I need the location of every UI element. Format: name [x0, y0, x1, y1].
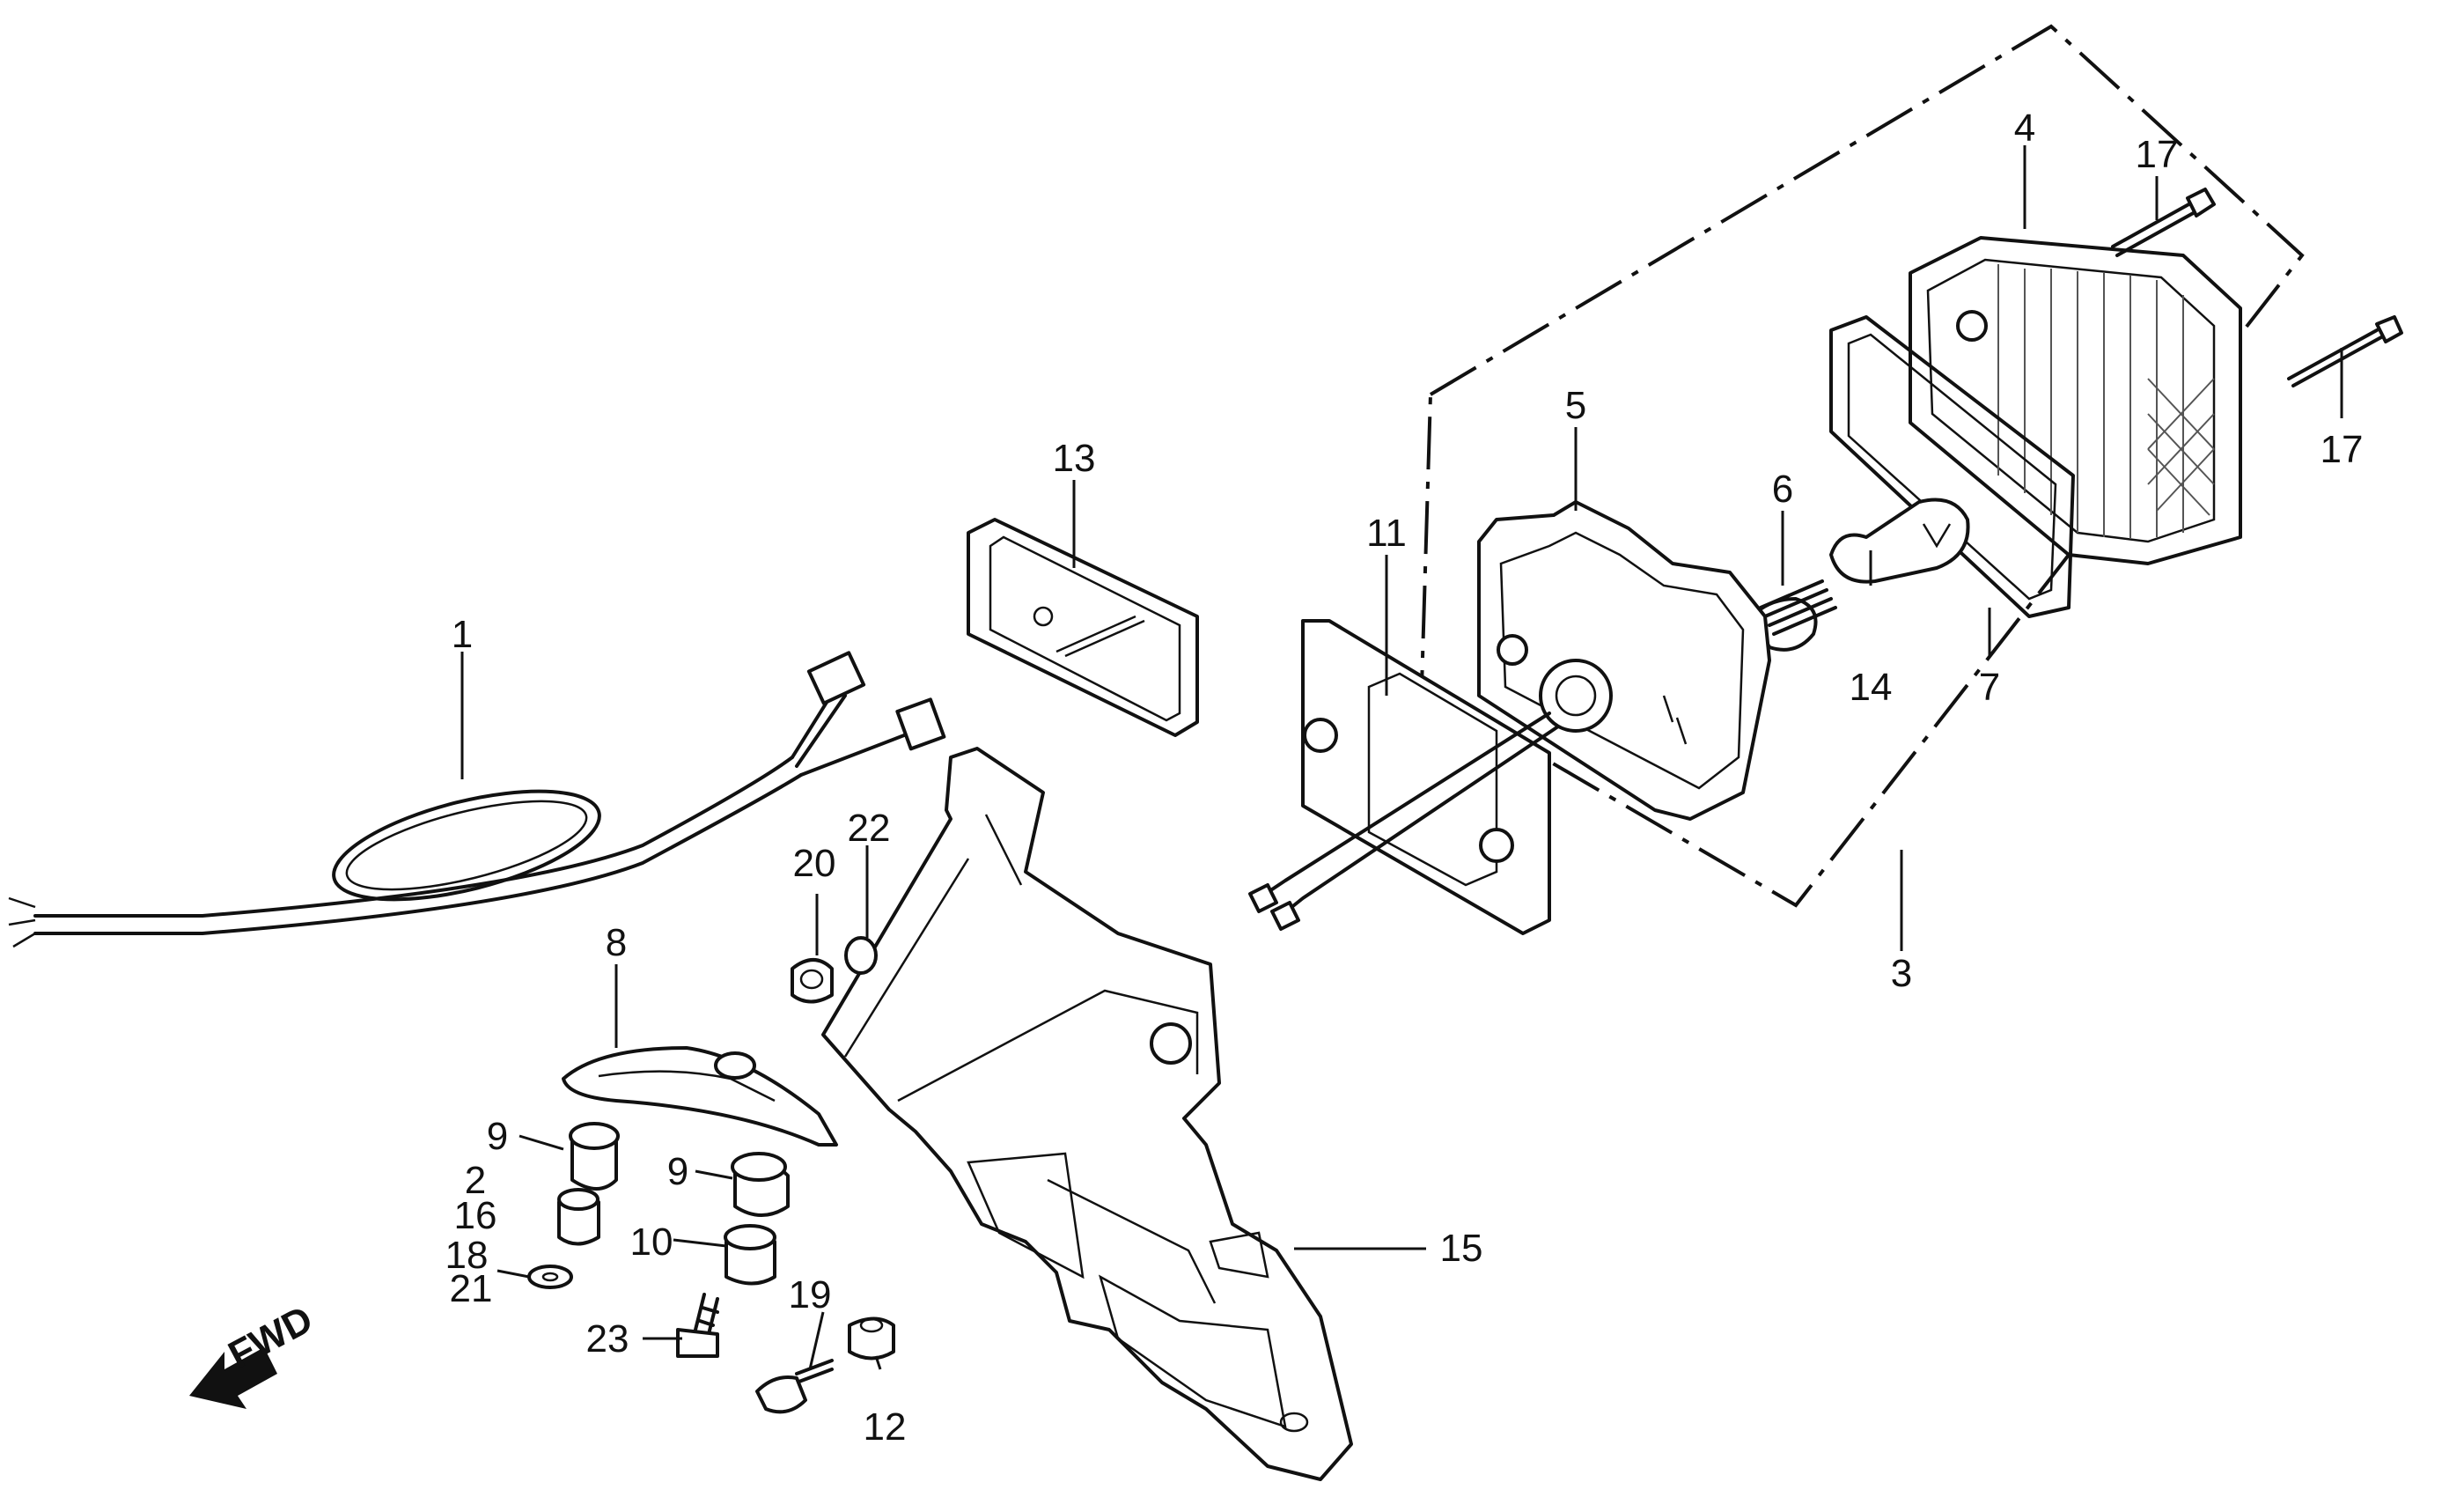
label-part-18: 18 [445, 1234, 489, 1277]
grommet-part-20 [791, 958, 834, 1004]
label-part-9a: 9 [487, 1115, 508, 1158]
nut-part-12 [848, 1316, 895, 1361]
housing-part-5 [1477, 500, 1771, 821]
bulb-part-14 [1829, 498, 1970, 584]
label-part-7: 7 [1979, 666, 2000, 709]
collar-part-2 [557, 1188, 600, 1246]
label-part-23: 23 [586, 1317, 629, 1361]
label-part-14: 14 [1850, 666, 1893, 709]
gasket-part-7 [1829, 315, 2075, 618]
label-part-4: 4 [2014, 107, 2035, 150]
label-part-22: 22 [848, 807, 891, 850]
label-part-6: 6 [1772, 468, 1793, 511]
arrow-icon [189, 1347, 277, 1409]
label-part-1: 1 [452, 613, 473, 656]
wire-harness-part-1 [8, 651, 946, 948]
label-part-5: 5 [1565, 384, 1586, 427]
label-part-8: 8 [606, 921, 627, 964]
assembly-boundary [1419, 24, 2305, 908]
label-part-16: 16 [454, 1194, 497, 1237]
label-part-10: 10 [630, 1220, 673, 1264]
grommet-part-9a [569, 1122, 620, 1191]
grommet-part-9b [731, 1152, 790, 1217]
washer-part-18 [527, 1265, 573, 1289]
label-part-12: 12 [864, 1405, 907, 1449]
leader-lines [460, 145, 2343, 1370]
label-part-13: 13 [1053, 437, 1096, 480]
label-part-17a: 17 [2136, 133, 2179, 176]
part-labels: 1 3 4 5 6 7 8 9 9 2 16 10 18 21 11 12 13… [445, 107, 2364, 1449]
label-part-9b: 9 [667, 1150, 688, 1193]
lens-part-4 [1909, 236, 2242, 565]
base-gasket-part-11 [1301, 619, 1551, 935]
bolt-part-23 [676, 1293, 719, 1358]
collar-part-22 [844, 936, 878, 975]
reflector-part-8 [562, 1046, 838, 1147]
screw-part-17a [2111, 188, 2216, 257]
fwd-arrow: FWD [189, 1298, 320, 1409]
label-part-2: 2 [465, 1159, 486, 1202]
spring-part-6 [1750, 579, 1837, 652]
label-part-3: 3 [1891, 952, 1912, 995]
license-bracket-part-15 [821, 747, 1353, 1481]
socket-wires [1248, 712, 1560, 931]
label-part-21: 21 [450, 1267, 493, 1310]
collar-part-10 [724, 1224, 776, 1286]
label-part-11: 11 [1366, 512, 1407, 555]
label-part-15: 15 [1440, 1227, 1483, 1270]
screw-part-17b [2287, 315, 2403, 387]
label-part-20: 20 [793, 842, 836, 885]
label-part-19: 19 [789, 1273, 832, 1316]
label-part-17b: 17 [2321, 428, 2364, 471]
screw-part-19 [755, 1359, 834, 1414]
license-lens-part-13 [967, 518, 1199, 737]
